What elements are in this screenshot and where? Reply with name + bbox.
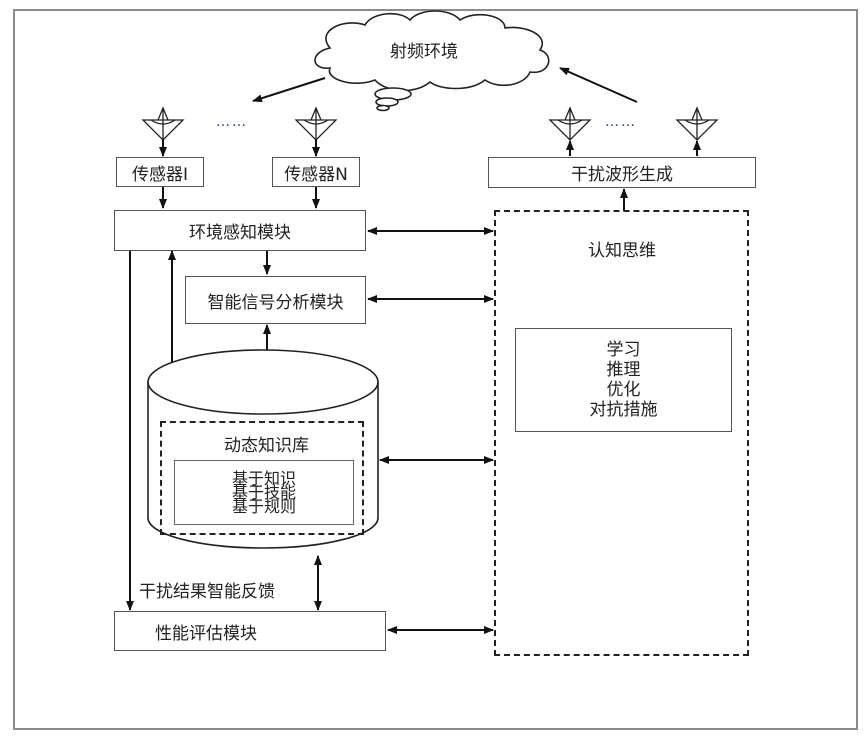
antenna-icon bbox=[141, 106, 185, 141]
knowledge-base-area bbox=[160, 421, 364, 535]
cloud-shape bbox=[314, 10, 550, 112]
cloud-label: 射频环境 bbox=[390, 42, 458, 62]
jamming-waveform-box: 干扰波形生成 bbox=[488, 157, 756, 188]
knowledge-item: 基于规则 bbox=[231, 496, 296, 516]
diagram-frame bbox=[13, 9, 858, 730]
antenna-ellipsis: …… bbox=[605, 114, 637, 130]
arrow-transmit-to-cloud bbox=[559, 67, 638, 103]
signal-analysis-label: 智能信号分析模块 bbox=[207, 292, 344, 313]
arrow-cloud-to-sensors bbox=[252, 77, 326, 103]
sensor-1-box: 传感器I bbox=[116, 157, 204, 187]
performance-box: 性能评估模块 bbox=[114, 611, 386, 651]
cognitive-title: 认知思维 bbox=[588, 241, 656, 261]
knowledge-base-title: 动态知识库 bbox=[224, 436, 309, 456]
antenna-icon bbox=[675, 106, 719, 141]
cognitive-item: 推理 bbox=[606, 360, 641, 380]
signal-analysis-box: 智能信号分析模块 bbox=[185, 276, 366, 324]
antenna-icon bbox=[294, 106, 338, 141]
cognitive-item: 优化 bbox=[606, 380, 641, 400]
sensor-ellipsis: …… bbox=[216, 114, 248, 130]
knowledge-item: 基于技能 bbox=[231, 482, 296, 502]
sensor-1-label: 传感器I bbox=[131, 164, 188, 185]
cognitive-functions-box: 学习 推理 优化 对抗措施 bbox=[515, 328, 732, 432]
cognitive-item: 对抗措施 bbox=[589, 400, 658, 420]
cognitive-area bbox=[494, 210, 749, 656]
cognitive-item: 学习 bbox=[606, 340, 641, 360]
feedback-label: 干扰结果智能反馈 bbox=[139, 582, 275, 602]
env-sensing-label: 环境感知模块 bbox=[189, 223, 291, 243]
knowledge-item: 基于知识 bbox=[231, 468, 296, 488]
sensor-n-box: 传感器N bbox=[272, 157, 360, 187]
knowledge-types-box: 基于知识 基于技能 基于规则 bbox=[174, 460, 354, 525]
jamming-waveform-label: 干扰波形生成 bbox=[571, 165, 673, 185]
performance-label: 性能评估模块 bbox=[155, 623, 257, 644]
env-sensing-box: 环境感知模块 bbox=[114, 210, 366, 251]
antenna-icon bbox=[548, 106, 592, 141]
sensor-n-label: 传感器N bbox=[284, 164, 348, 185]
